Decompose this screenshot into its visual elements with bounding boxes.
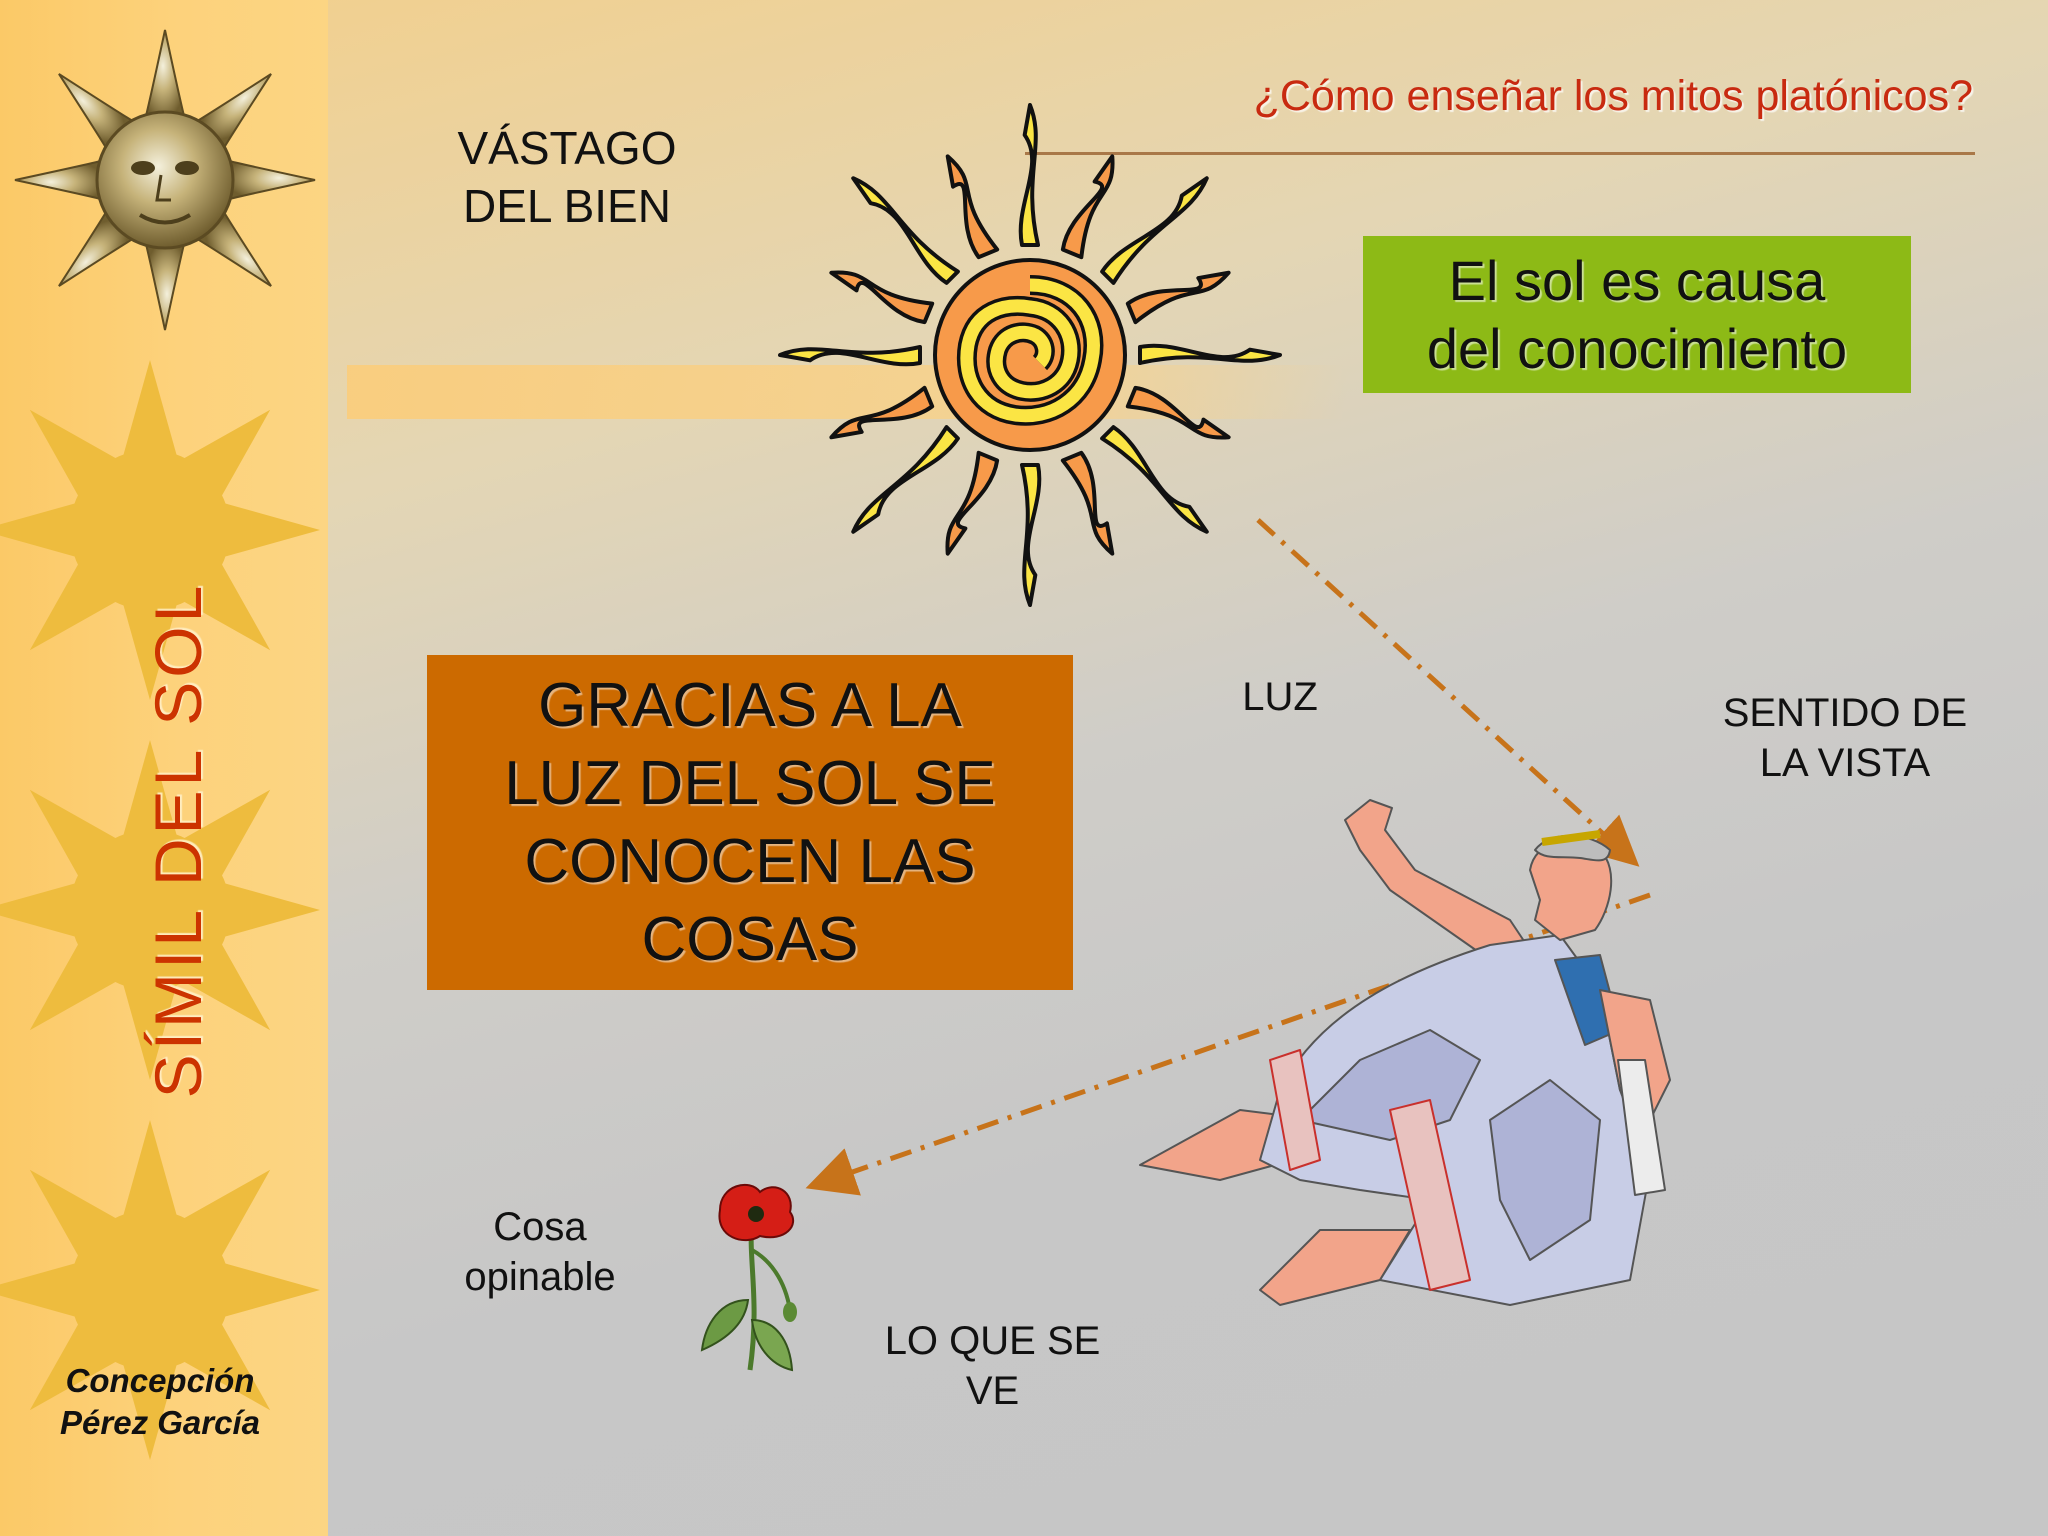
poppy-flower-icon <box>700 1183 797 1372</box>
label-vastago-line2: DEL BIEN <box>463 179 671 232</box>
label-cosa-line2: opinable <box>464 1255 616 1299</box>
label-sentido-line2: LA VISTA <box>1759 741 1931 785</box>
sun-icon <box>0 360 320 700</box>
slide-header-title: ¿Cómo enseñar los mitos platónicos? <box>1253 72 1973 120</box>
green-callout-line2: del conocimiento <box>1426 316 1848 380</box>
greek-philosopher-figure <box>1139 799 1671 1306</box>
sun-ray <box>1125 270 1231 325</box>
sidebar: SÍMIL DEL SOL Concepción Pérez García <box>0 0 328 1536</box>
label-sentido: SENTIDO DE LA VISTA <box>1690 688 2000 788</box>
header-divider <box>1025 152 1975 155</box>
sun-ray <box>778 345 922 367</box>
label-vastago-line1: VÁSTAGO <box>457 122 677 174</box>
label-lo-que-se-ve: LO QUE SE VE <box>860 1316 1125 1416</box>
big-sun-icon <box>778 103 1282 607</box>
sun-icon <box>0 740 320 1080</box>
label-vastago: VÁSTAGO DEL BIEN <box>422 120 712 235</box>
green-callout-line1: El sol es causa <box>1448 248 1826 312</box>
sun-ray <box>1060 154 1115 260</box>
label-lo-que-se-ve-line1: LO QUE SE <box>884 1319 1101 1363</box>
sun-ray <box>945 154 1000 260</box>
sun-icon <box>0 1120 320 1460</box>
orange-callout-line2: LUZ DEL SOL SE <box>504 748 996 818</box>
sun-ray <box>829 270 935 325</box>
orange-callout-line3: CONOCEN LAS <box>524 826 976 896</box>
orange-callout-line4: COSAS <box>641 904 859 974</box>
sun-ray <box>1020 463 1042 607</box>
sun-ray <box>829 385 935 440</box>
light-band <box>347 365 1347 419</box>
sun-ray <box>1060 450 1115 556</box>
sun-ray <box>1100 425 1209 534</box>
orange-callout-text: GRACIAS A LA LUZ DEL SOL SE CONOCEN LAS … <box>504 667 996 979</box>
label-lo-que-se-ve-line2: VE <box>965 1369 1020 1413</box>
author-first-name: Concepción <box>65 1362 255 1399</box>
sun-ray <box>1138 343 1282 365</box>
label-cosa-line1: Cosa <box>493 1205 587 1249</box>
arrow-sun-to-eye <box>1256 518 1640 867</box>
orange-callout-box: GRACIAS A LA LUZ DEL SOL SE CONOCEN LAS … <box>427 655 1073 990</box>
sun-ray <box>851 176 960 285</box>
orange-callout-line1: GRACIAS A LA <box>538 670 962 740</box>
author-last-name: Pérez García <box>60 1404 260 1441</box>
label-luz: LUZ <box>1242 675 1318 719</box>
metal-sun-icon <box>14 29 316 331</box>
sun-ray <box>851 425 960 534</box>
sun-ray <box>1018 103 1040 247</box>
sun-ray <box>1100 176 1209 285</box>
green-callout-box: El sol es causa del conocimiento <box>1363 236 1911 393</box>
sun-ray <box>1125 385 1231 440</box>
green-callout-text: El sol es causa del conocimiento <box>1427 247 1847 383</box>
label-cosa: Cosa opinable <box>440 1202 640 1302</box>
label-sentido-line1: SENTIDO DE <box>1722 691 1968 735</box>
sun-ray <box>945 450 1000 556</box>
